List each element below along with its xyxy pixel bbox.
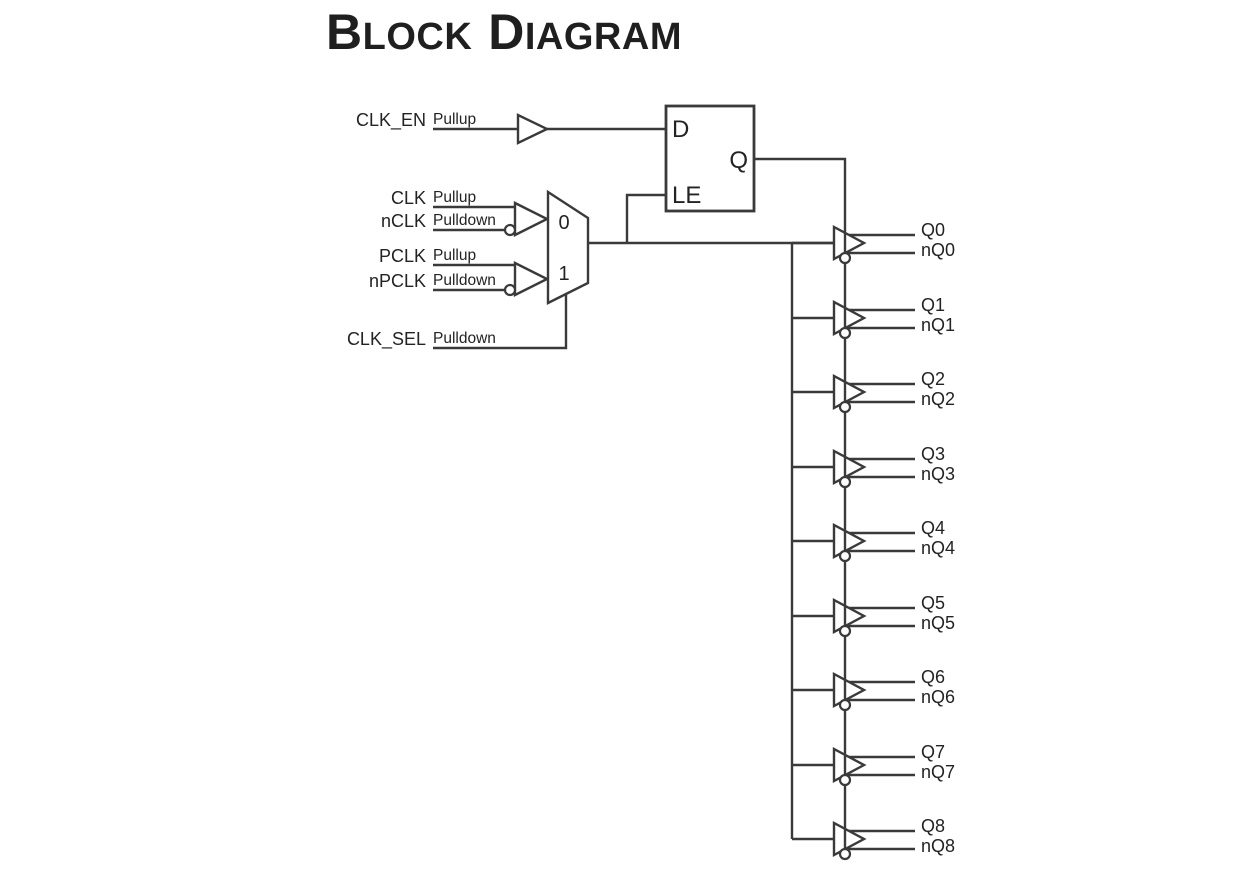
nclk-label: nCLK: [381, 211, 426, 231]
q-output-label: Q0: [921, 220, 945, 240]
nq-inversion-bubble: [838, 400, 852, 414]
nq-output-label: nQ7: [921, 762, 955, 782]
nq-output-label: nQ2: [921, 389, 955, 409]
pclk-input-buffer-triangle: [513, 261, 550, 297]
npclk-label: nPCLK: [369, 271, 426, 291]
clk-sel-label: CLK_SEL: [347, 329, 426, 350]
latch-q-label: Q: [729, 147, 748, 174]
page-title: BLOCK DIAGRAM: [326, 6, 682, 71]
nq-inversion-bubble: [838, 549, 852, 563]
pclk-label: PCLK: [379, 246, 426, 266]
output-channel-1: Q1 nQ1: [792, 295, 955, 336]
nq-output-label: nQ6: [921, 687, 955, 707]
output-buffer-triangle: [832, 747, 867, 783]
clk-input-buffer-triangle: [513, 201, 550, 237]
output-channel-6: Q6 nQ6: [792, 667, 955, 708]
output-buffer-triangle: [832, 672, 867, 708]
clk-sel-wire: [433, 294, 568, 350]
output-channel-3: Q3 nQ3: [792, 444, 955, 485]
clk-pullup-annotation: Pullup: [433, 189, 476, 206]
nclk-inversion-bubble: [503, 223, 517, 237]
le-feedback-wire: [625, 193, 666, 243]
clk-label: CLK: [391, 188, 426, 208]
latch-le-label: LE: [672, 182, 701, 209]
npclk-inversion-bubble: [503, 283, 517, 297]
q-output-label: Q8: [921, 816, 945, 836]
output-channel-4: Q4 nQ4: [792, 518, 955, 559]
inversion-bubbles: [503, 223, 852, 861]
output-buffer-triangle: [832, 821, 867, 857]
latch-labels: D Q LE: [672, 116, 748, 209]
npclk-pulldown-annotation: Pulldown: [433, 272, 496, 289]
clk-en-buffer-triangle: [516, 113, 550, 145]
nq-output-label: nQ5: [921, 613, 955, 633]
nq-inversion-bubble: [838, 773, 852, 787]
pin-labels: CLK_EN CLK nCLK PCLK nPCLK CLK_SEL: [347, 110, 426, 350]
clock-mux-shape: [546, 189, 590, 305]
q-output-label: Q1: [921, 295, 945, 315]
input-wires: [433, 127, 666, 350]
nq-inversion-bubble: [838, 475, 852, 489]
title-rest-2: IAGRAM: [524, 16, 682, 58]
clk-en-pullup-annotation: Pullup: [433, 111, 476, 128]
nq-output-label: nQ0: [921, 240, 955, 260]
nq-output-label: nQ8: [921, 836, 955, 856]
title-initial-2: D: [488, 4, 525, 60]
output-channel-7: Q7 nQ7: [792, 742, 955, 783]
latch-q-enable-wire: [754, 157, 847, 852]
nq-output-label: nQ3: [921, 464, 955, 484]
clk-sel-pulldown-annotation: Pulldown: [433, 330, 496, 347]
nq-inversion-bubble: [838, 624, 852, 638]
q-output-label: Q4: [921, 518, 945, 538]
nq-inversion-bubble: [838, 251, 852, 265]
nq-inversion-bubble: [838, 698, 852, 712]
title-initial-1: B: [326, 4, 363, 60]
output-channel-5: Q5 nQ5: [792, 593, 955, 634]
title-rest-1: LOCK: [362, 16, 473, 58]
output-channel-8: Q8 nQ8: [792, 816, 955, 857]
output-buffer-triangle: [832, 449, 867, 485]
mux-input-1-label: 1: [558, 263, 569, 285]
output-buffer-triangle: [832, 523, 867, 559]
latch-d-label: D: [672, 116, 689, 143]
resistor-annotations: Pullup Pullup Pulldown Pullup Pulldown P…: [433, 111, 496, 347]
core-routing: [588, 193, 834, 839]
nclk-pulldown-annotation: Pulldown: [433, 212, 496, 229]
q-output-label: Q5: [921, 593, 945, 613]
output-buffer-triangle: [832, 598, 867, 634]
nq-output-label: nQ4: [921, 538, 955, 558]
mux-input-0-label: 0: [558, 212, 569, 234]
output-buffer-triangle: [832, 374, 867, 410]
clk-en-label: CLK_EN: [356, 110, 426, 131]
output-buffer-triangle: [832, 225, 867, 261]
pclk-pullup-annotation: Pullup: [433, 247, 476, 264]
output-channel-0: Q0 nQ0: [792, 220, 955, 261]
output-buffer-triangle: [832, 300, 867, 336]
q-output-label: Q2: [921, 369, 945, 389]
output-channel-2: Q2 nQ2: [792, 369, 955, 410]
nq-output-label: nQ1: [921, 315, 955, 335]
nq-inversion-bubble: [838, 326, 852, 340]
q-output-label: Q6: [921, 667, 945, 687]
mux-labels: 0 1: [558, 212, 569, 285]
input-stage-shapes: [513, 104, 756, 305]
nq-inversion-bubble: [838, 847, 852, 861]
q-output-label: Q3: [921, 444, 945, 464]
q-output-label: Q7: [921, 742, 945, 762]
